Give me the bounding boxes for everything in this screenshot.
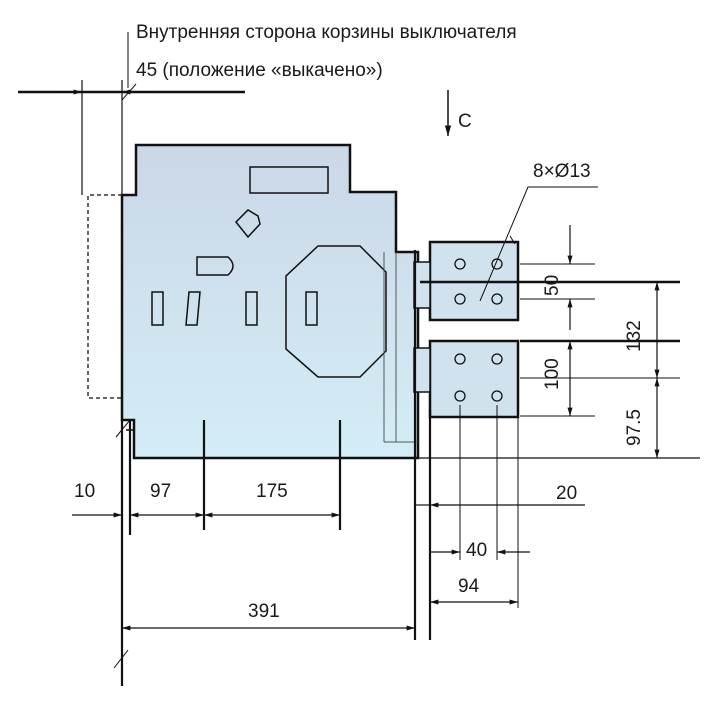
dim-50: 50 <box>542 275 563 296</box>
body-diamond-hole <box>234 209 261 239</box>
body-slot-3 <box>245 291 258 326</box>
body-slot <box>196 256 234 276</box>
note-line-1: Внутренняя сторона корзины выключателя <box>136 22 517 43</box>
body-slot-2 <box>185 291 201 326</box>
dimension-arrows <box>72 90 660 631</box>
dim-20: 20 <box>556 483 577 504</box>
dim-40: 40 <box>466 540 487 561</box>
note-line-2: 45 (положение «выкачено») <box>136 60 383 81</box>
dim-94: 94 <box>458 576 480 597</box>
dim-100: 100 <box>542 358 563 390</box>
lower-terminal <box>413 339 520 419</box>
holes-label: 8×Ø13 <box>533 161 591 182</box>
dim-10: 10 <box>74 481 95 502</box>
body-octagon <box>285 245 387 378</box>
dim-132: 132 <box>624 320 645 352</box>
body-slot-4 <box>305 291 318 326</box>
view-label: C <box>458 111 472 132</box>
dim-97: 97 <box>150 481 171 502</box>
body-window <box>249 166 329 194</box>
breaker-body <box>87 143 420 460</box>
body-slot-1 <box>151 291 164 326</box>
dim-391: 391 <box>248 601 280 622</box>
dim-175: 175 <box>256 481 288 502</box>
dim-97-5: 97.5 <box>624 409 645 446</box>
